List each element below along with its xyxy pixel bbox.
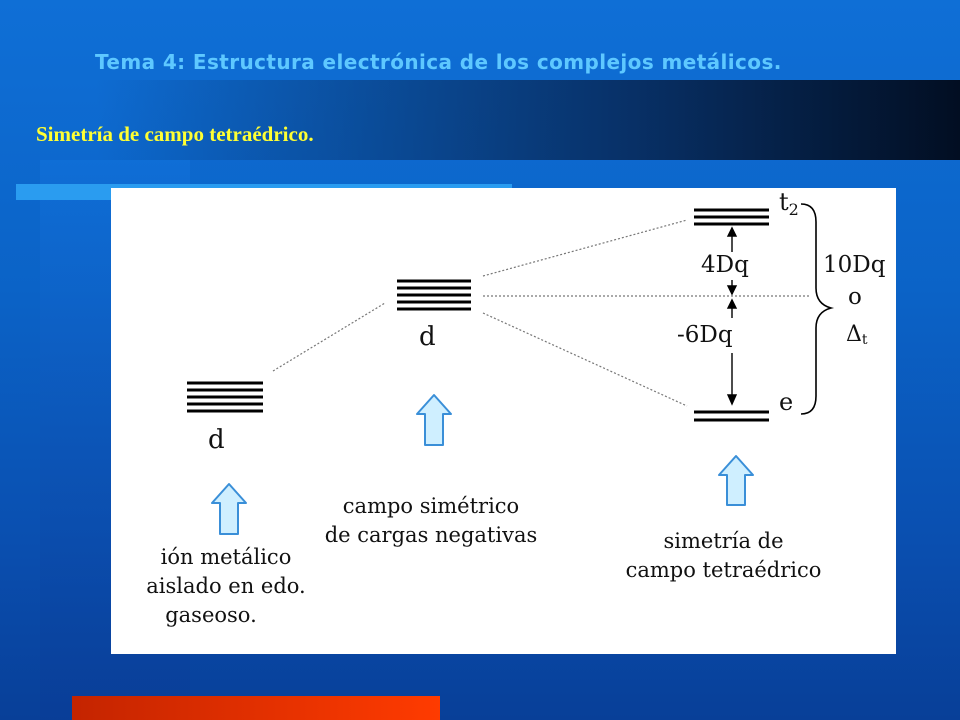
gap-minus6dq-label: -6Dq xyxy=(677,322,733,348)
t2-label: t2 xyxy=(779,188,799,219)
header-dark-band xyxy=(96,80,960,160)
spherical-field-caption: campo simétrico de cargas negativas xyxy=(301,492,561,550)
energy-diagram xyxy=(187,203,835,535)
free-ion-caption-line: aislado en edo. xyxy=(146,574,306,598)
e-label: e xyxy=(779,388,794,416)
free-ion-caption-line: gaseoso. xyxy=(165,603,257,627)
total-o-label: o xyxy=(848,284,862,310)
delta-t-label: Δt xyxy=(846,322,868,348)
free-ion-d-label: d xyxy=(208,425,225,455)
t2-levels xyxy=(694,208,769,226)
t2-label-subscript: 2 xyxy=(788,200,799,219)
gap-4dq-label: 4Dq xyxy=(701,252,749,278)
red-accent-bar xyxy=(72,696,440,720)
tetrahedral-field-caption: simetría de campo tetraédrico xyxy=(601,527,846,585)
free-ion-d-levels xyxy=(187,381,263,413)
total-10dq-label: 10Dq xyxy=(823,252,886,278)
e-levels xyxy=(694,410,769,422)
free-ion-caption-line: ión metálico xyxy=(160,545,292,569)
delta-symbol: Δ xyxy=(846,322,862,347)
free-ion-caption: ión metálico aislado en edo. gaseoso. xyxy=(111,543,341,630)
t2-label-main: t xyxy=(779,188,789,216)
energy-arrows xyxy=(726,226,738,406)
slide-title: Tema 4: Estructura electrónica de los co… xyxy=(95,50,782,74)
slide-subtitle: Simetría de campo tetraédrico. xyxy=(36,122,314,146)
up-arrow-spherical-field xyxy=(416,394,452,446)
spherical-d-label: d xyxy=(419,322,436,352)
up-arrow-tetrahedral xyxy=(718,455,754,506)
diagram-panel: d d t2 e 4Dq -6Dq 10Dq o Δt ión metálico… xyxy=(111,188,896,654)
spherical-caption-line: campo simétrico xyxy=(342,494,520,518)
dotted-connectors xyxy=(272,219,811,407)
tetrahedral-caption-line: campo tetraédrico xyxy=(625,558,822,582)
tetrahedral-caption-line: simetría de xyxy=(663,529,784,553)
curly-brace xyxy=(800,203,835,415)
up-arrow-free-ion xyxy=(211,483,247,535)
spherical-caption-line: de cargas negativas xyxy=(324,523,538,547)
delta-subscript: t xyxy=(861,332,868,348)
spherical-field-d-levels xyxy=(397,279,471,311)
